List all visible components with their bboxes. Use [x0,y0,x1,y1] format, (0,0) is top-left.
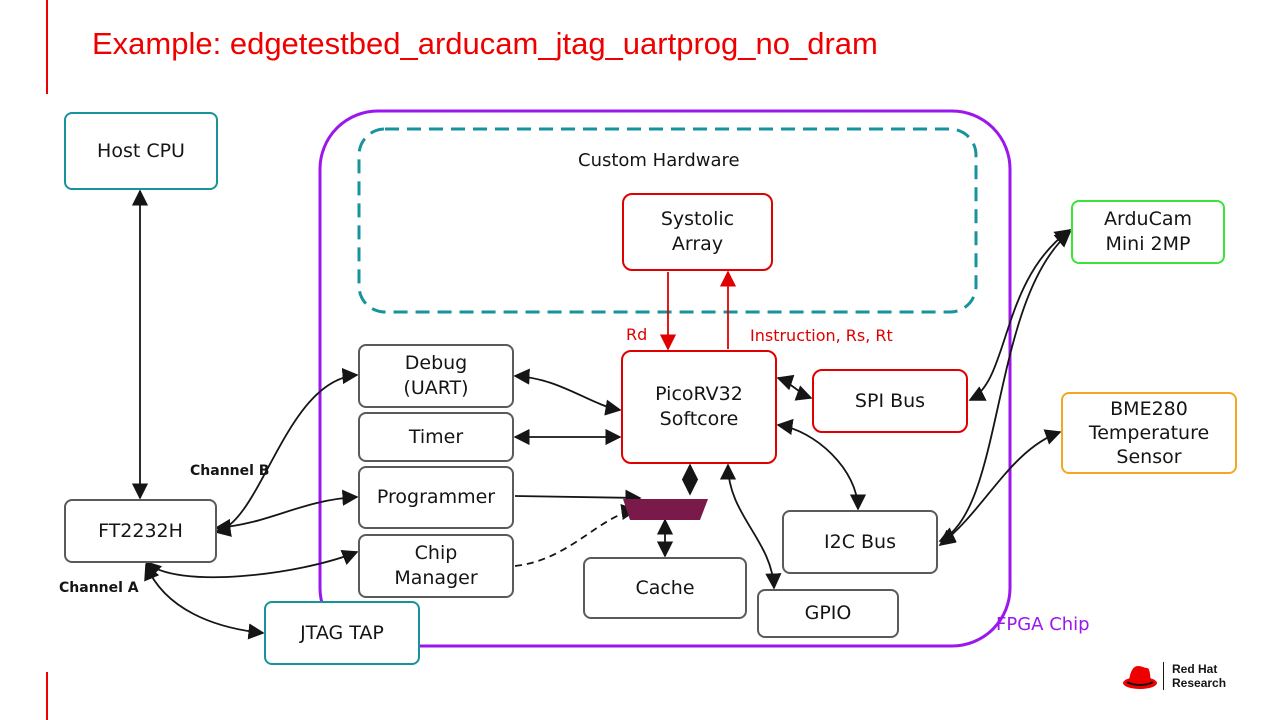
red-hat-logo-icon [1123,666,1157,689]
chip-manager-block: Chip Manager [358,534,514,598]
channel-a-label: Channel A [59,580,139,596]
link-programmer-mux [514,489,642,506]
slide-title: Example: edgetestbed_arducam_jtag_uartpr… [92,26,878,61]
logo-divider [1163,662,1164,690]
timer-block: Timer [358,412,514,462]
picorv32-softcore-block: PicoRV32 Softcore [621,350,777,464]
rd-label: Rd [626,325,648,344]
link-cpu-spi [776,374,813,401]
instruction-label: Instruction, Rs, Rt [750,326,893,345]
accent-bar-top [46,0,48,94]
link-i2c-bme280 [938,429,1062,546]
link-chip-manager-mux [514,504,638,567]
ft2232h-block: FT2232H [64,499,217,563]
host-cpu-block: Host CPU [64,112,218,190]
link-ft2232h-jtag [144,563,265,640]
cache-block: Cache [583,557,747,619]
link-cpu-i2c [776,418,867,511]
red-hat-research-wordmark: Red Hat Research [1172,662,1227,690]
accent-bar-bottom [46,672,48,720]
gpio-block: GPIO [757,589,899,638]
link-spi-arducam [968,229,1072,401]
link-ft2232h-debug [214,367,359,537]
i2c-bus-block: I2C Bus [782,510,938,574]
debug-uart-block: Debug (UART) [358,344,514,408]
link-debug-cpu [513,368,622,416]
spi-bus-block: SPI Bus [812,369,968,433]
channel-b-label: Channel B [190,463,270,479]
link-cpu-gpio [719,463,782,590]
mux-shape [623,499,708,520]
bme280-block: BME280 Temperature Sensor [1061,392,1237,474]
link-ft2232h-programmer [214,489,359,535]
custom-hardware-label: Custom Hardware [578,150,740,171]
arducam-block: ArduCam Mini 2MP [1071,200,1225,264]
jtag-tap-block: JTAG TAP [264,601,420,665]
programmer-block: Programmer [358,466,514,529]
fpga-chip-label: FPGA Chip [996,614,1090,635]
systolic-array-block: Systolic Array [622,193,773,271]
